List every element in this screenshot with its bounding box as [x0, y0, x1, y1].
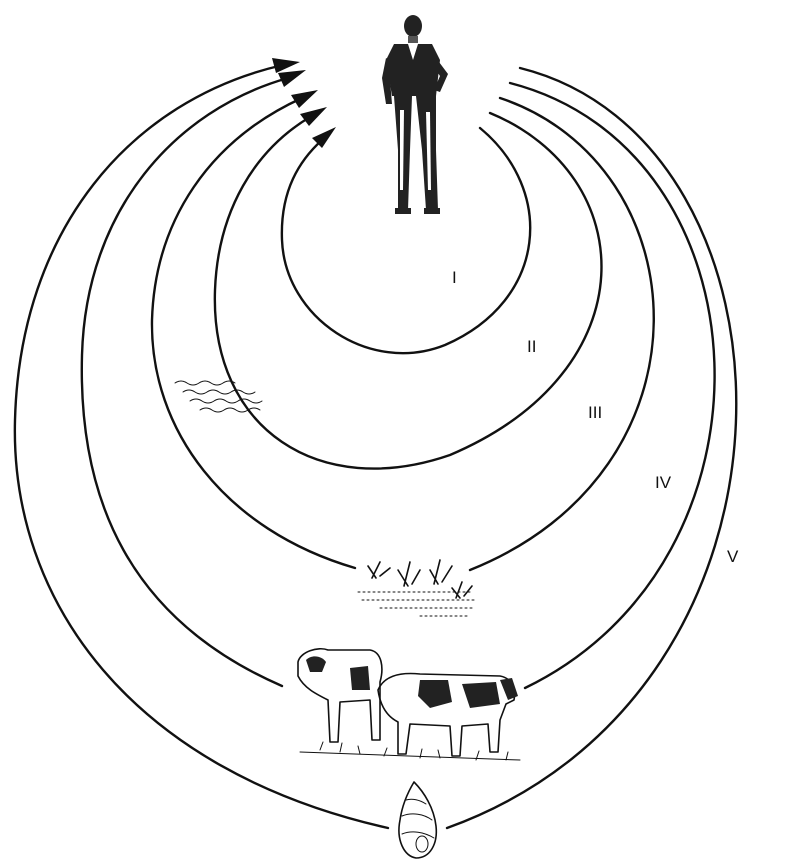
arrow-icon [278, 70, 306, 87]
cycle-label-1: I [452, 268, 457, 287]
cycle-loop-5 [15, 58, 736, 828]
cycle-label-4: IV [655, 473, 672, 492]
water-waves-icon [175, 381, 262, 412]
snail-shell-icon [399, 782, 436, 858]
cycle-label-2: II [527, 337, 536, 356]
arrow-icon [291, 90, 318, 108]
aquatic-plants-icon [358, 560, 476, 616]
person-icon [382, 15, 448, 214]
cattle-icon [298, 649, 520, 760]
cycle-label-5: V [727, 547, 739, 566]
arrow-icon [300, 107, 327, 126]
cycle-label-3: III [588, 403, 602, 422]
arrow-icon [272, 58, 300, 73]
